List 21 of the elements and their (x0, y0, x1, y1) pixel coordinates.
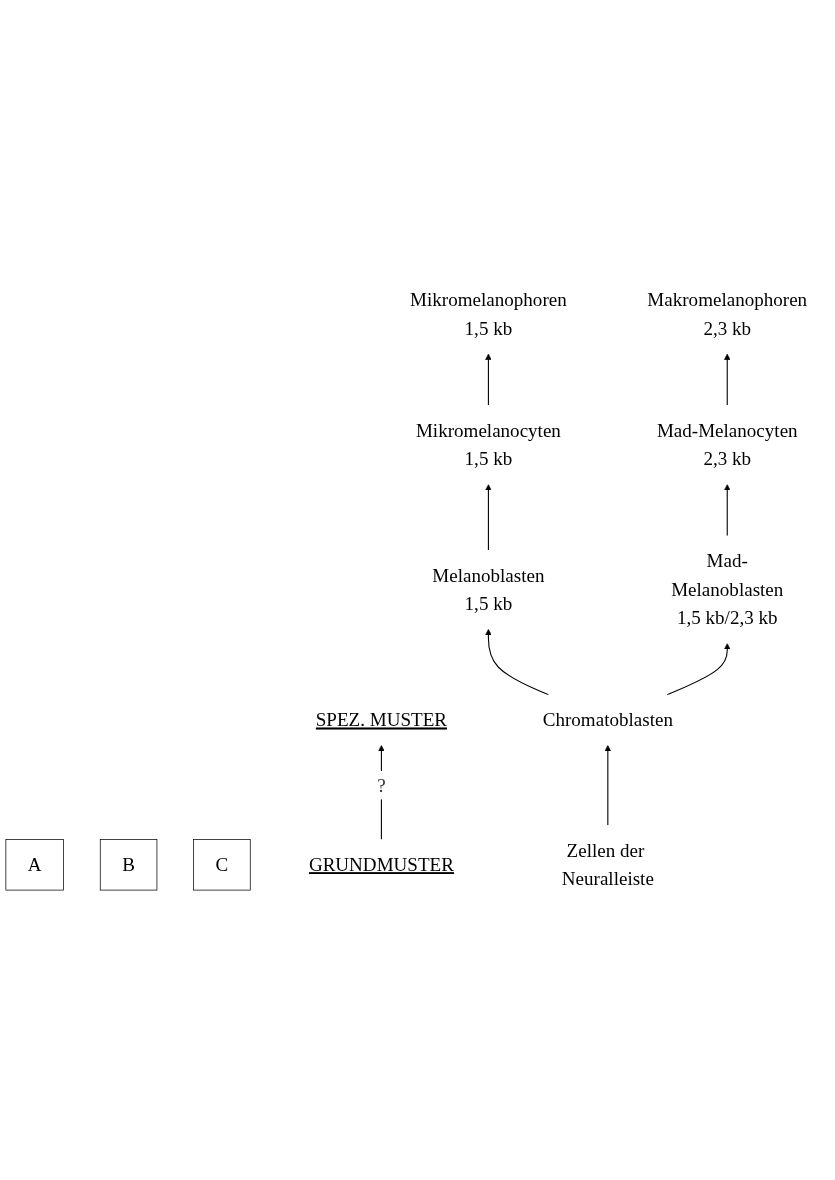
node-text: GRUNDMUSTER (308, 854, 454, 876)
arrow (485, 484, 492, 551)
arrow (485, 354, 492, 407)
node-text: Mad-Melanoblasten 1,5 kb/2,3 kb (671, 550, 784, 630)
node-text: Zellen der Neuralleiste (561, 840, 654, 891)
node-text: Mad-Melanocyten 2,3 kb (656, 420, 798, 471)
arrow (485, 629, 550, 696)
node-text: Melanoblasten 1,5 kb (432, 565, 545, 615)
arrow (724, 484, 731, 537)
node-box: C (193, 839, 251, 891)
node-box: B (99, 839, 158, 891)
node-text: SPEZ. MUSTER (315, 709, 448, 732)
node-text: Makromelanophoren 2,3 kb (647, 289, 808, 340)
node-text: Chromatoblasten (542, 709, 673, 732)
node-text: Mikromelanophoren 1,5 kb (410, 289, 567, 340)
node-text: Mikromelanocyten 1,5 kb (415, 420, 561, 471)
arrow (724, 354, 731, 407)
node-box: A (5, 839, 64, 891)
arrow (604, 745, 612, 827)
edge-label: ? (377, 775, 386, 797)
arrow (666, 643, 731, 696)
